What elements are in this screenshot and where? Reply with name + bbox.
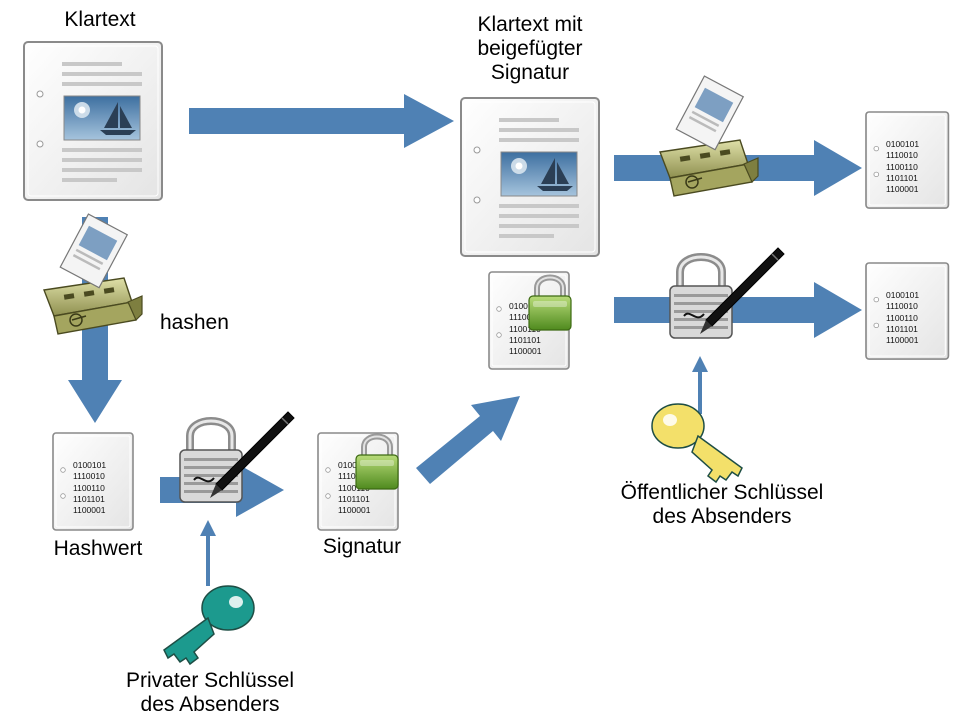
binary-line: 1110010	[886, 150, 918, 160]
binary-line: 0100101	[338, 460, 371, 470]
plaintext-label: Klartext	[40, 8, 160, 32]
plaintext-label-text: Klartext	[64, 8, 136, 31]
attached-signature-document-icon: 0100101 1110010 1100110 1101101 1100001	[488, 271, 571, 370]
arrow-private-key-up	[200, 520, 216, 586]
hash-function-shredder-icon	[43, 213, 143, 335]
decrypted-signature-hash-document-icon: 0100101 1110010 1100110 1101101 1100001	[865, 262, 950, 360]
binary-line: 1110010	[73, 471, 105, 481]
verify-hash-shredder-icon	[659, 75, 759, 197]
private-key-line2: des Absenders	[140, 693, 280, 716]
hash-action-label: hashen	[160, 311, 229, 335]
public-key-line1: Öffentlicher Schlüssel	[620, 481, 824, 504]
binary-line: 0100101	[73, 460, 106, 470]
binary-line: 1101101	[338, 494, 370, 504]
binary-line: 1100001	[73, 505, 106, 515]
binary-line: 1101101	[509, 335, 541, 345]
private-key-label: Privater Schlüssel des Absenders	[100, 669, 320, 717]
public-key-icon	[651, 403, 743, 483]
binary-line: 1100110	[886, 313, 918, 323]
binary-line: 1101101	[886, 324, 918, 334]
binary-line: 1100110	[509, 324, 541, 334]
private-key-line1: Privater Schlüssel	[125, 669, 295, 692]
hash-value-document-icon: 0100101 1110010 1100110 1101101 1100001	[52, 432, 134, 531]
binary-line: 1100001	[886, 184, 919, 194]
binary-line: 0100101	[886, 290, 919, 300]
private-key-icon	[163, 585, 255, 665]
arrow-signature-to-signed	[416, 396, 520, 484]
arrow-verify-signature	[614, 282, 862, 338]
hash-action-text: hashen	[160, 311, 229, 334]
hash-value-label: Hashwert	[38, 537, 158, 561]
public-key-line2: des Absenders	[652, 505, 792, 528]
verify-padlock-pen-icon	[670, 248, 784, 338]
signature-text: Signatur	[322, 535, 402, 558]
binary-line: 1110010	[338, 471, 370, 481]
hash-value-text: Hashwert	[53, 537, 143, 560]
binary-line: 1100001	[338, 505, 371, 515]
signed-label-line1: Klartext mit	[477, 13, 583, 36]
binary-line: 1100110	[338, 483, 370, 493]
binary-line: 1100110	[886, 162, 918, 172]
signed-label-line3: Signatur	[490, 61, 570, 84]
binary-line: 1100110	[73, 483, 105, 493]
arrow-public-key-up	[692, 356, 708, 414]
arrow-plaintext-to-signed	[189, 94, 454, 148]
public-key-label: Öffentlicher Schlüssel des Absenders	[592, 481, 852, 529]
signed-label-line2: beigefügter	[477, 37, 583, 60]
binary-line: 0100101	[509, 301, 542, 311]
binary-line: 1101101	[886, 173, 918, 183]
signature-document-icon: 0100101 1110010 1100110 1101101 1100001	[317, 432, 398, 531]
plaintext-document-icon	[23, 41, 163, 201]
binary-line: 1100001	[509, 346, 542, 356]
signed-plaintext-label: Klartext mit beigefügter Signatur	[440, 13, 620, 85]
binary-line: 1110010	[509, 312, 541, 322]
binary-line: 1100001	[886, 335, 919, 345]
signature-label: Signatur	[302, 535, 422, 559]
binary-line: 1110010	[886, 301, 918, 311]
verified-plaintext-hash-document-icon: 0100101 1110010 1100110 1101101 1100001	[865, 111, 950, 209]
binary-line: 0100101	[886, 139, 919, 149]
signed-document-icon	[460, 97, 600, 257]
binary-line: 1101101	[73, 494, 105, 504]
